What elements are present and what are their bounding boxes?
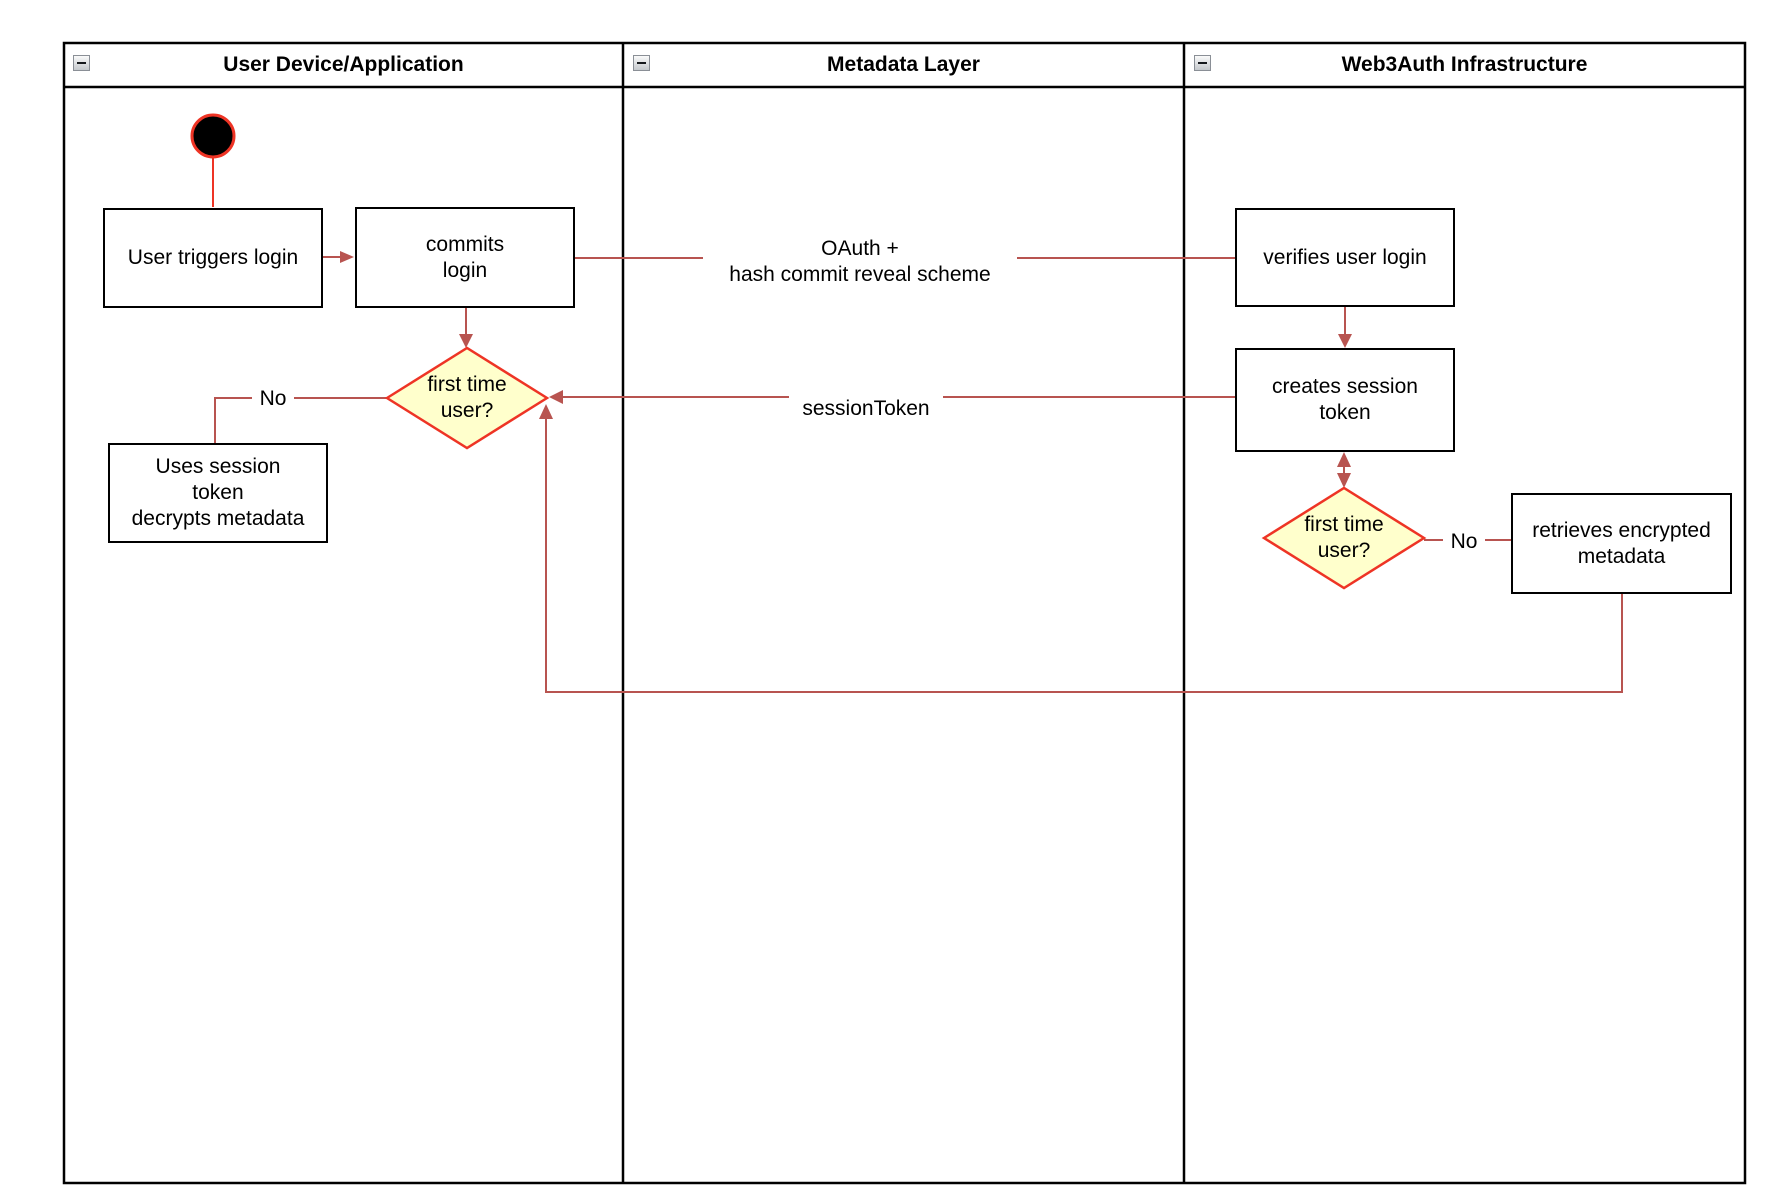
arrowhead-up-icon [1337, 452, 1351, 467]
pool-frame [62, 41, 1747, 1185]
decision-first-time-user-device [384, 346, 550, 450]
activity-label: verifies user login [1263, 245, 1427, 269]
collapse-lane-icon[interactable] [73, 55, 90, 71]
arrowhead-down-icon [1337, 473, 1351, 488]
arrowhead-left-icon [549, 390, 563, 404]
activity-label: commits login [425, 232, 505, 282]
lane-header-metadata-layer: Metadata Layer [623, 43, 1184, 87]
activity-label: creates session token [1272, 375, 1418, 424]
arrowhead-down-icon [459, 334, 473, 348]
activity-label: retrieves encrypted metadata [1532, 518, 1711, 568]
decision-first-time-user-infra [1261, 486, 1427, 590]
arrowhead-right-icon [340, 251, 354, 263]
edge-label-no-right: No [1443, 529, 1485, 555]
activity-uses-session-token: Uses session token decrypts metadata [108, 443, 328, 543]
lane-header-web3auth: Web3Auth Infrastructure [1184, 43, 1745, 87]
activity-commits-login: commits login [355, 207, 575, 308]
edge-retrieves-return-to-decision [545, 417, 1623, 693]
lane-title: Web3Auth Infrastructure [1341, 53, 1588, 76]
activity-label: User triggers login [127, 246, 299, 269]
edge-label-oauth: OAuth + hash commit reveal scheme [703, 236, 1017, 288]
activity-label: Uses session token decrypts metadata [131, 455, 305, 530]
lane-header-user-device: User Device/Application [64, 43, 623, 87]
lane-title: User Device/Application [223, 53, 464, 76]
initial-node [190, 113, 236, 159]
collapse-lane-icon[interactable] [1194, 55, 1211, 71]
arrowhead-up-icon [539, 404, 553, 419]
edge-label-no-left: No [252, 386, 294, 412]
edge-label-sessiontoken: sessionToken [789, 396, 943, 422]
arrowhead-down-icon [1338, 334, 1352, 348]
activity-creates-session-token: creates session token [1235, 348, 1455, 452]
pool-border [62, 41, 1747, 1185]
lane-title: Metadata Layer [827, 53, 980, 76]
activity-verifies-user-login: verifies user login [1235, 208, 1455, 307]
edge-decision-no-to-uses-session [214, 397, 387, 443]
collapse-lane-icon[interactable] [633, 55, 650, 71]
edges [212, 158, 1623, 693]
activity-user-triggers-login: User triggers login [103, 208, 323, 308]
activity-retrieves-encrypted-metadata: retrieves encrypted metadata [1511, 493, 1732, 594]
